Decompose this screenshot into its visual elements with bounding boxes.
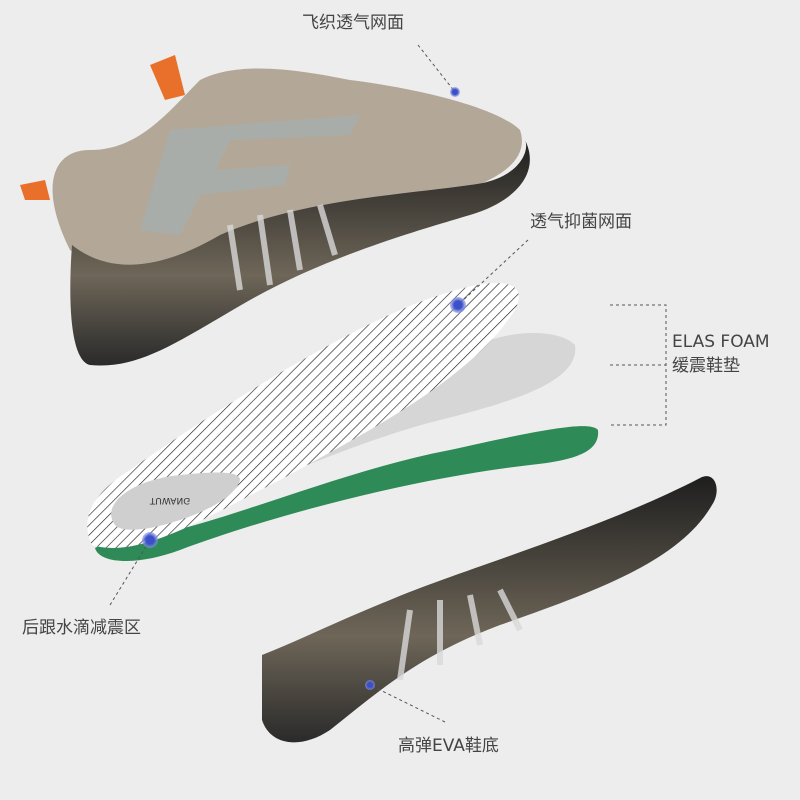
eva-sole: [262, 476, 717, 743]
insole-stack: TUWANG: [87, 283, 599, 562]
callout-sole-label: 高弹EVA鞋底: [398, 736, 499, 756]
callout-upper-label: 飞织透气网面: [302, 13, 404, 33]
callout-heel-label: 后跟水滴减震区: [22, 618, 141, 638]
callout-dot-heel: [142, 532, 158, 548]
callout-dot-lining: [450, 297, 466, 313]
callout-foam-subtitle: 缓震鞋垫: [672, 356, 740, 376]
callout-lining-label: 透气抑菌网面: [530, 212, 632, 232]
insole-green-layer: [95, 426, 599, 562]
callout-foam-title: ELAS FOAM: [672, 332, 770, 352]
insole-heel-pad: [111, 472, 240, 530]
callout-dot-upper: [450, 87, 460, 97]
shoe: [20, 55, 530, 366]
callout-dot-sole: [365, 680, 375, 690]
insole-logo: TUWANG: [149, 495, 190, 505]
